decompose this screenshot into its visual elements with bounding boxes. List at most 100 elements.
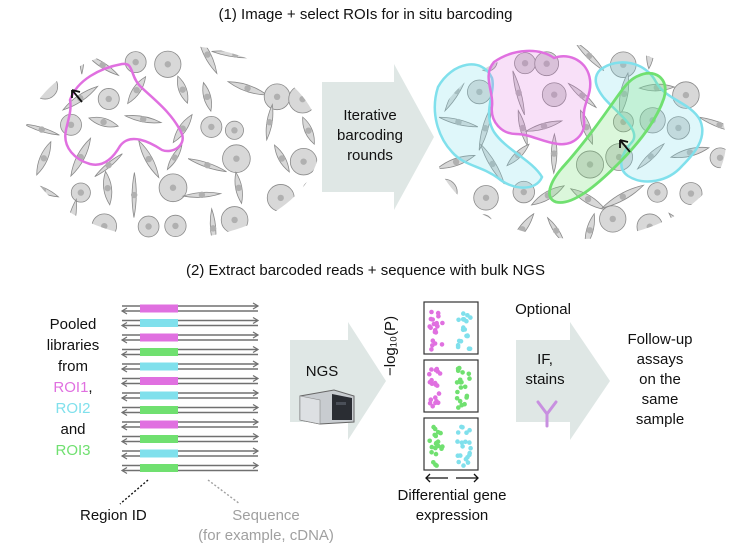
- gene-point: [460, 425, 465, 430]
- gene-point: [435, 369, 440, 374]
- cell: [300, 46, 313, 80]
- cell-nucleus: [299, 95, 306, 103]
- cell-nucleus: [204, 51, 211, 58]
- cell-nucleus: [550, 150, 558, 157]
- pooled-label-line: from: [58, 358, 88, 375]
- cell-nucleus: [78, 50, 86, 58]
- cell-nucleus: [303, 59, 311, 67]
- cell: [434, 178, 458, 206]
- cell: [699, 186, 726, 198]
- gene-point: [455, 453, 461, 458]
- optional-label: Optional: [515, 301, 571, 318]
- read-pair: [120, 418, 260, 431]
- gene-point: [455, 439, 460, 444]
- region-id-barcode: [140, 319, 178, 327]
- gene-point: [465, 313, 470, 318]
- gene-point: [468, 445, 473, 451]
- cell-nucleus: [45, 61, 52, 69]
- gene-point: [455, 368, 461, 373]
- gene-point: [456, 405, 461, 410]
- cell-nucleus: [586, 161, 594, 168]
- cursor-arrow-icon: [71, 89, 83, 103]
- gene-point: [428, 397, 434, 402]
- gene-point: [436, 391, 442, 396]
- gene-point: [467, 452, 472, 458]
- cell-nucleus: [209, 225, 217, 232]
- region-id-barcode: [140, 333, 178, 342]
- gene-point: [461, 325, 466, 330]
- region-id-barcode: [140, 435, 178, 443]
- gene-point: [455, 389, 460, 395]
- cell-nucleus: [40, 155, 47, 162]
- cell-nucleus: [232, 51, 239, 58]
- cell-nucleus: [208, 123, 215, 131]
- cell-nucleus: [675, 124, 682, 132]
- if-stains-arrow: [516, 322, 610, 440]
- gene-point: [456, 459, 461, 465]
- gene-point: [427, 438, 432, 444]
- gene-point: [429, 347, 434, 352]
- cell-nucleus: [198, 191, 206, 199]
- gene-point: [429, 367, 434, 372]
- gene-point: [427, 371, 432, 377]
- if-stains-line: stains: [525, 371, 565, 388]
- gene-point: [432, 329, 438, 335]
- followup-label: Follow-up assays on the same sample: [610, 330, 710, 430]
- step1-title: (1) Image + select ROIs for in situ barc…: [218, 6, 513, 23]
- cell-nucleus: [441, 188, 448, 196]
- cell-nucleus: [231, 127, 238, 134]
- gene-point: [439, 342, 445, 347]
- followup-line: sample: [635, 411, 685, 428]
- cell-nucleus: [309, 187, 316, 194]
- cell-nucleus: [682, 91, 690, 99]
- region-id-barcode: [140, 406, 178, 414]
- region-id-barcode: [140, 420, 178, 429]
- read-pair: [120, 432, 260, 446]
- cell: [685, 45, 693, 76]
- cursor-arrow-icon: [619, 139, 631, 153]
- differential-expression-label: Differential gene expression: [372, 486, 532, 526]
- cell-nucleus: [646, 223, 653, 230]
- gene-point: [427, 400, 433, 406]
- gene-point: [464, 430, 469, 435]
- cell-nucleus: [479, 221, 487, 228]
- cell-nucleus: [586, 227, 594, 234]
- cell: [36, 53, 60, 77]
- cell-nucleus: [552, 227, 560, 234]
- roi1-selection-outline: [64, 62, 184, 166]
- roi2-region: [433, 63, 544, 189]
- read-pair: [120, 331, 260, 344]
- tissue-before-roi: [24, 45, 320, 239]
- region-id-label: Region ID: [80, 507, 147, 524]
- followup-line: on the: [639, 371, 681, 388]
- cell-nucleus: [714, 224, 721, 232]
- cell-nucleus: [452, 158, 460, 166]
- gene-point: [460, 370, 465, 375]
- sequencer-icon: [299, 389, 355, 425]
- cell-nucleus: [709, 61, 716, 68]
- roi3-label: ROI3: [55, 442, 91, 459]
- gene-point: [457, 398, 463, 404]
- gene-point: [465, 460, 471, 465]
- cell-nucleus: [609, 215, 616, 223]
- cell-nucleus: [100, 118, 107, 126]
- followup-line: Follow-up: [627, 331, 693, 348]
- cell: [26, 183, 60, 198]
- barcoding-arrow: [322, 64, 434, 210]
- cell: [32, 73, 59, 100]
- fold-change-arrows-icon: [425, 473, 479, 483]
- y-axis-label: −log₁₀(P): [382, 315, 399, 376]
- cell-nucleus: [203, 93, 211, 101]
- gene-point: [454, 380, 460, 385]
- gene-point: [434, 463, 439, 468]
- cell-nucleus: [274, 57, 281, 64]
- cell-nucleus: [105, 95, 112, 103]
- if-stains-line: IF,: [537, 351, 553, 368]
- gene-point: [436, 314, 441, 319]
- roi2-label: ROI2: [55, 400, 91, 417]
- region-id-barcode: [140, 449, 178, 458]
- cell-nucleus: [686, 56, 693, 64]
- gene-point: [438, 430, 443, 436]
- cell-nucleus: [713, 188, 720, 196]
- gene-point: [433, 445, 438, 451]
